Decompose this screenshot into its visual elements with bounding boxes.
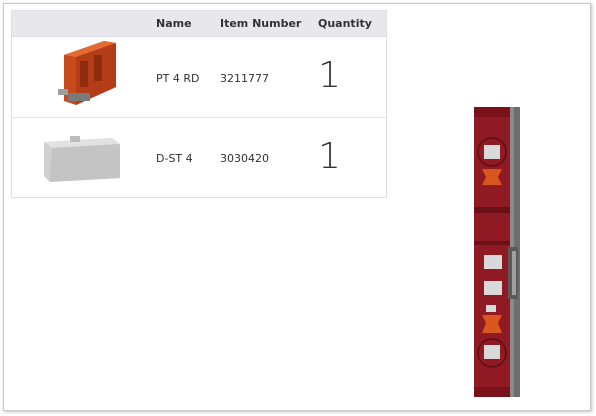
end-cover-gray-icon bbox=[44, 136, 120, 182]
header-item-number: Item Number bbox=[220, 17, 302, 30]
header-name: Name bbox=[156, 17, 192, 30]
row-name: D-ST 4 bbox=[156, 152, 193, 165]
product-table: Name Item Number Quantity PT 4 RD 321177… bbox=[11, 10, 387, 198]
row-name: PT 4 RD bbox=[156, 72, 200, 85]
row-item-number: 3211777 bbox=[220, 72, 269, 85]
table-row[interactable]: D-ST 4 3030420 1 bbox=[12, 118, 386, 197]
row-item-number: 3030420 bbox=[220, 152, 269, 165]
table-header: Name Item Number Quantity bbox=[12, 11, 386, 37]
row-quantity: 1 bbox=[318, 55, 341, 96]
window-frame: Name Item Number Quantity PT 4 RD 321177… bbox=[3, 3, 591, 411]
header-quantity: Quantity bbox=[318, 17, 372, 30]
row-quantity: 1 bbox=[318, 136, 341, 177]
terminal-assembly-drawing bbox=[474, 107, 520, 397]
terminal-block-red-icon bbox=[58, 41, 116, 105]
table-row[interactable]: PT 4 RD 3211777 1 bbox=[12, 37, 386, 118]
